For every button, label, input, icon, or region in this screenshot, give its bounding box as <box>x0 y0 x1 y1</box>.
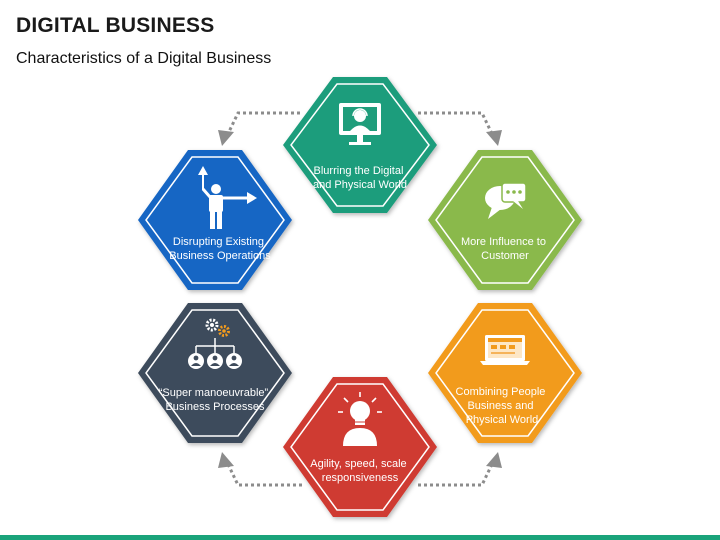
laptop-icon <box>480 335 530 365</box>
hex-label-super: “Super manoeuvrable” Business Processes <box>159 387 272 413</box>
headset-monitor-icon <box>339 103 381 145</box>
org-chart-gears-icon <box>188 318 242 369</box>
hex-shape <box>138 303 292 443</box>
arrowhead-bottom-right <box>486 452 502 468</box>
connector-top-right <box>418 111 496 139</box>
chat-bubbles-icon <box>485 182 527 219</box>
hex-inner-border <box>145 156 285 284</box>
hex-inner-border <box>145 309 285 437</box>
hex-agility <box>283 377 437 517</box>
connector-bottom-right <box>418 459 496 487</box>
label-line: Blurring the Digital <box>314 165 404 177</box>
label-line: Business and <box>467 400 533 412</box>
hex-shape <box>428 303 582 443</box>
arrowhead-top-left <box>218 130 234 146</box>
hex-label-combining: Combining People Business and Physical W… <box>456 386 549 426</box>
bottom-accent-bar <box>0 535 720 540</box>
connector-bottom-left <box>224 459 302 487</box>
connectors <box>224 111 496 487</box>
lightbulb-person-icon <box>338 392 382 446</box>
label-line: and Physical World <box>313 179 407 191</box>
hex-label-influence: More Influence to Customer <box>461 236 549 262</box>
hex-shape <box>428 150 582 290</box>
person-pointing-icon <box>198 166 257 229</box>
arrowhead-bottom-left <box>218 452 234 468</box>
connector-arrowheads <box>218 130 502 468</box>
label-line: Disrupting Existing <box>173 236 264 248</box>
hex-label-agility: Agility, speed, scale responsiveness <box>310 458 409 484</box>
hex-combining-people <box>428 303 582 443</box>
label-line: Agility, speed, scale <box>310 458 406 470</box>
connector-top-left <box>224 111 300 139</box>
hex-more-influence <box>428 150 582 290</box>
label-line: responsiveness <box>322 472 399 484</box>
hex-shape <box>283 377 437 517</box>
arrowhead-top-right <box>486 130 502 146</box>
label-line: Customer <box>481 250 529 262</box>
label-line: Business Processes <box>165 401 265 413</box>
label-line: Physical World <box>466 414 539 426</box>
hex-label-disrupting: Disrupting Existing Business Operations <box>169 236 271 262</box>
label-line: “Super manoeuvrable” <box>159 387 269 399</box>
hex-label-blurring: Blurring the Digital and Physical World <box>313 165 407 191</box>
label-line: Business Operations <box>169 250 271 262</box>
hex-inner-border <box>290 383 430 511</box>
page-title: DIGITAL BUSINESS <box>16 14 215 37</box>
label-line: Combining People <box>456 386 546 398</box>
hex-super-manoeuvrable <box>138 303 292 443</box>
hex-inner-border <box>290 83 430 207</box>
page-subtitle: Characteristics of a Digital Business <box>16 50 272 67</box>
label-line: More Influence to <box>461 236 546 248</box>
hex-inner-border <box>435 156 575 284</box>
hex-inner-border <box>435 309 575 437</box>
